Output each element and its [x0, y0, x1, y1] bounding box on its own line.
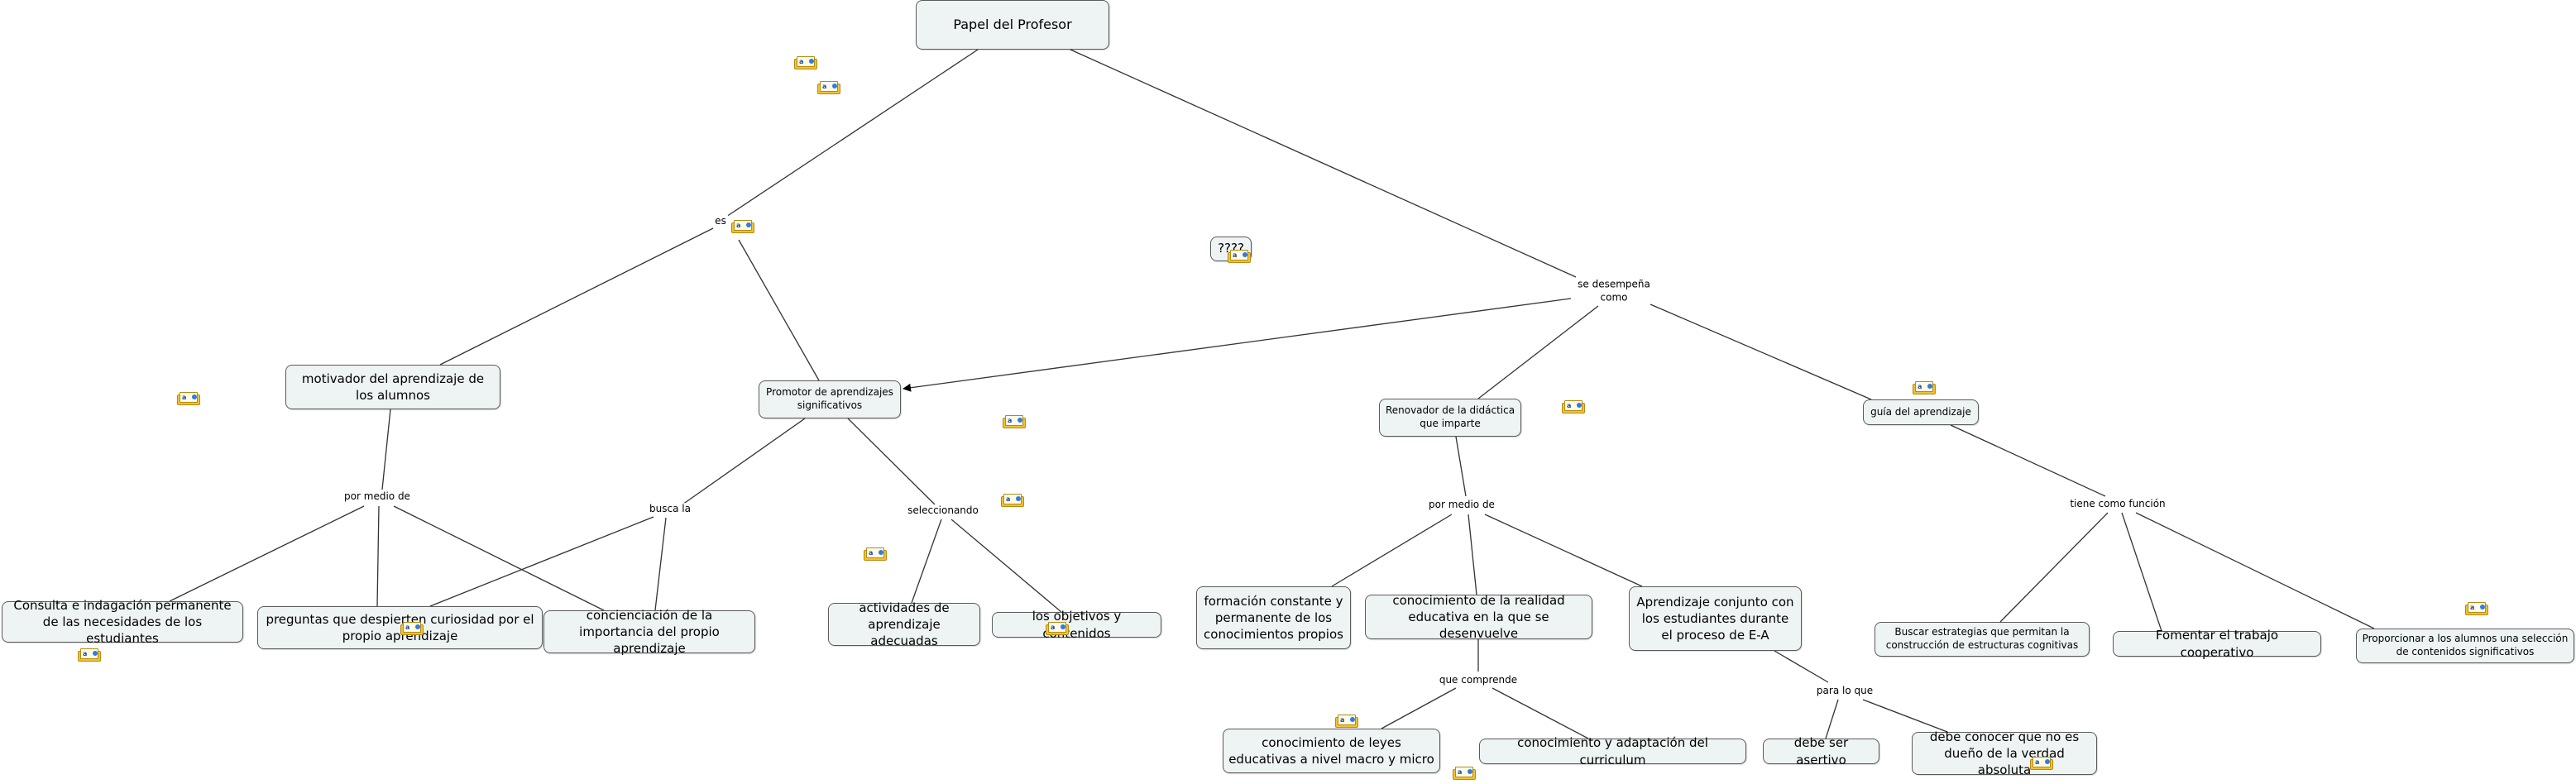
node-verdad[interactable]: debe conocer que no es dueño de la verda…	[1912, 729, 2097, 777]
link-paraloque-asertivo	[1825, 699, 1839, 739]
node-conocimiento-realidad[interactable]: conocimiento de la realidad educativa en…	[1365, 593, 1592, 641]
resource-link-icon[interactable]: a	[864, 547, 887, 561]
node-objetivos[interactable]: los objetivos y contenidos	[992, 609, 1161, 641]
link-promotor-seleccionando	[847, 418, 936, 505]
node-promotor[interactable]: Promotor de aprendizajes significativos	[759, 380, 901, 418]
link-label-seleccionando[interactable]: seleccionando	[906, 504, 980, 518]
link-pormedio-consulta	[169, 505, 365, 602]
link-label-tiene-como-funcion[interactable]: tiene como función	[2068, 498, 2167, 511]
link-seleccionando-objetivos	[950, 519, 1062, 613]
link-pormedio2-conjunto	[1484, 514, 1643, 587]
link-motivador-pormedio	[381, 409, 391, 490]
resource-link-icon[interactable]: a	[2465, 602, 2488, 615]
link-seleccionando-actividades	[911, 519, 942, 604]
node-actividades[interactable]: actividades de aprendizaje adecuadas	[828, 600, 980, 648]
resource-link-icon[interactable]: a	[1046, 622, 1069, 635]
resource-link-icon[interactable]: a	[1228, 250, 1251, 263]
resource-link-icon[interactable]: a	[817, 81, 840, 94]
link-funcion-proporcionar	[2135, 512, 2375, 629]
link-papel-es	[725, 49, 979, 218]
link-es-motivador	[439, 227, 714, 366]
link-label-para-lo-que[interactable]: para lo que	[1814, 685, 1875, 698]
node-concienciacion[interactable]: concienciación de la importancia del pro…	[543, 608, 755, 656]
node-cooperativo[interactable]: Fomentar el trabajo cooperativo	[2113, 628, 2321, 660]
node-papel-del-profesor[interactable]: Papel del Profesor	[916, 0, 1109, 50]
link-label-que-comprende[interactable]: que comprende	[1437, 674, 1520, 687]
node-curriculum[interactable]: conocimiento y adaptación del curriculum	[1479, 735, 1746, 767]
link-paraloque-verdad	[1862, 699, 1948, 733]
link-label-busca-la[interactable]: busca la	[648, 503, 692, 516]
resource-link-icon[interactable]: a	[1003, 415, 1026, 428]
resource-link-icon[interactable]: a	[794, 56, 817, 69]
node-consulta[interactable]: Consulta e indagación permanente de las …	[2, 598, 243, 646]
link-desempena-renovador	[1477, 305, 1599, 399]
link-label-por-medio-de-2[interactable]: por medio de	[1427, 499, 1496, 512]
link-quecomprende-curriculum	[1491, 687, 1589, 739]
link-renovador-pormedio2	[1455, 436, 1467, 497]
link-funcion-estrategias	[1999, 512, 2109, 623]
link-pormedio-concienciacion	[393, 505, 605, 611]
link-es-promotor	[738, 239, 820, 381]
link-conjunto-paraloque	[1774, 650, 1829, 683]
link-label-por-medio-de-1[interactable]: por medio de	[342, 490, 412, 504]
node-guia[interactable]: guía del aprendizaje	[1863, 399, 1979, 425]
link-buscala-preguntas	[429, 516, 654, 607]
link-buscala-concienciacion	[654, 517, 667, 611]
link-promotor-buscala	[682, 418, 806, 505]
node-motivador[interactable]: motivador del aprendizaje de los alumnos	[285, 365, 500, 409]
link-label-es[interactable]: es	[713, 215, 728, 228]
node-aprendizaje-conjunto[interactable]: Aprendizaje conjunto con los estudiantes…	[1629, 586, 1802, 651]
link-label-se-desempena[interactable]: se desempeña como	[1571, 278, 1657, 304]
resource-link-icon[interactable]: a	[1001, 494, 1024, 507]
resource-link-icon[interactable]: a	[177, 392, 200, 405]
node-preguntas[interactable]: preguntas que despierten curiosidad por …	[257, 606, 543, 649]
resource-link-icon[interactable]: a	[731, 220, 754, 233]
link-funcion-cooperativo	[2121, 512, 2162, 632]
link-pormedio2-realidad	[1468, 514, 1477, 595]
resource-link-icon[interactable]: a	[1453, 767, 1476, 780]
link-guia-funcion	[1950, 424, 2106, 497]
resource-link-icon[interactable]: a	[400, 622, 424, 635]
node-asertivo[interactable]: debe ser asertivo	[1763, 735, 1879, 767]
link-desempena-guia	[1650, 304, 1872, 400]
node-leyes[interactable]: conocimiento de leyes educativas a nivel…	[1223, 729, 1440, 773]
link-papel-desempena	[1070, 49, 1577, 278]
resource-link-icon[interactable]: a	[78, 648, 101, 662]
node-formacion[interactable]: formación constante y permanente de los …	[1196, 586, 1351, 649]
resource-link-icon[interactable]: a	[2030, 757, 2053, 770]
node-estrategias[interactable]: Buscar estrategias que permitan la const…	[1875, 622, 2090, 657]
link-desempena-promotor	[903, 297, 1578, 392]
link-pormedio2-formacion	[1331, 514, 1453, 587]
link-quecomprende-leyes	[1381, 687, 1457, 729]
link-pormedio-preguntas	[376, 505, 380, 607]
resource-link-icon[interactable]: a	[1562, 400, 1585, 414]
resource-link-icon[interactable]: a	[1913, 381, 1936, 394]
node-renovador[interactable]: Renovador de la didáctica que imparte	[1379, 399, 1521, 437]
node-proporcionar[interactable]: Proporcionar a los alumnos una selección…	[2356, 629, 2574, 663]
resource-link-icon[interactable]: a	[1335, 715, 1358, 728]
